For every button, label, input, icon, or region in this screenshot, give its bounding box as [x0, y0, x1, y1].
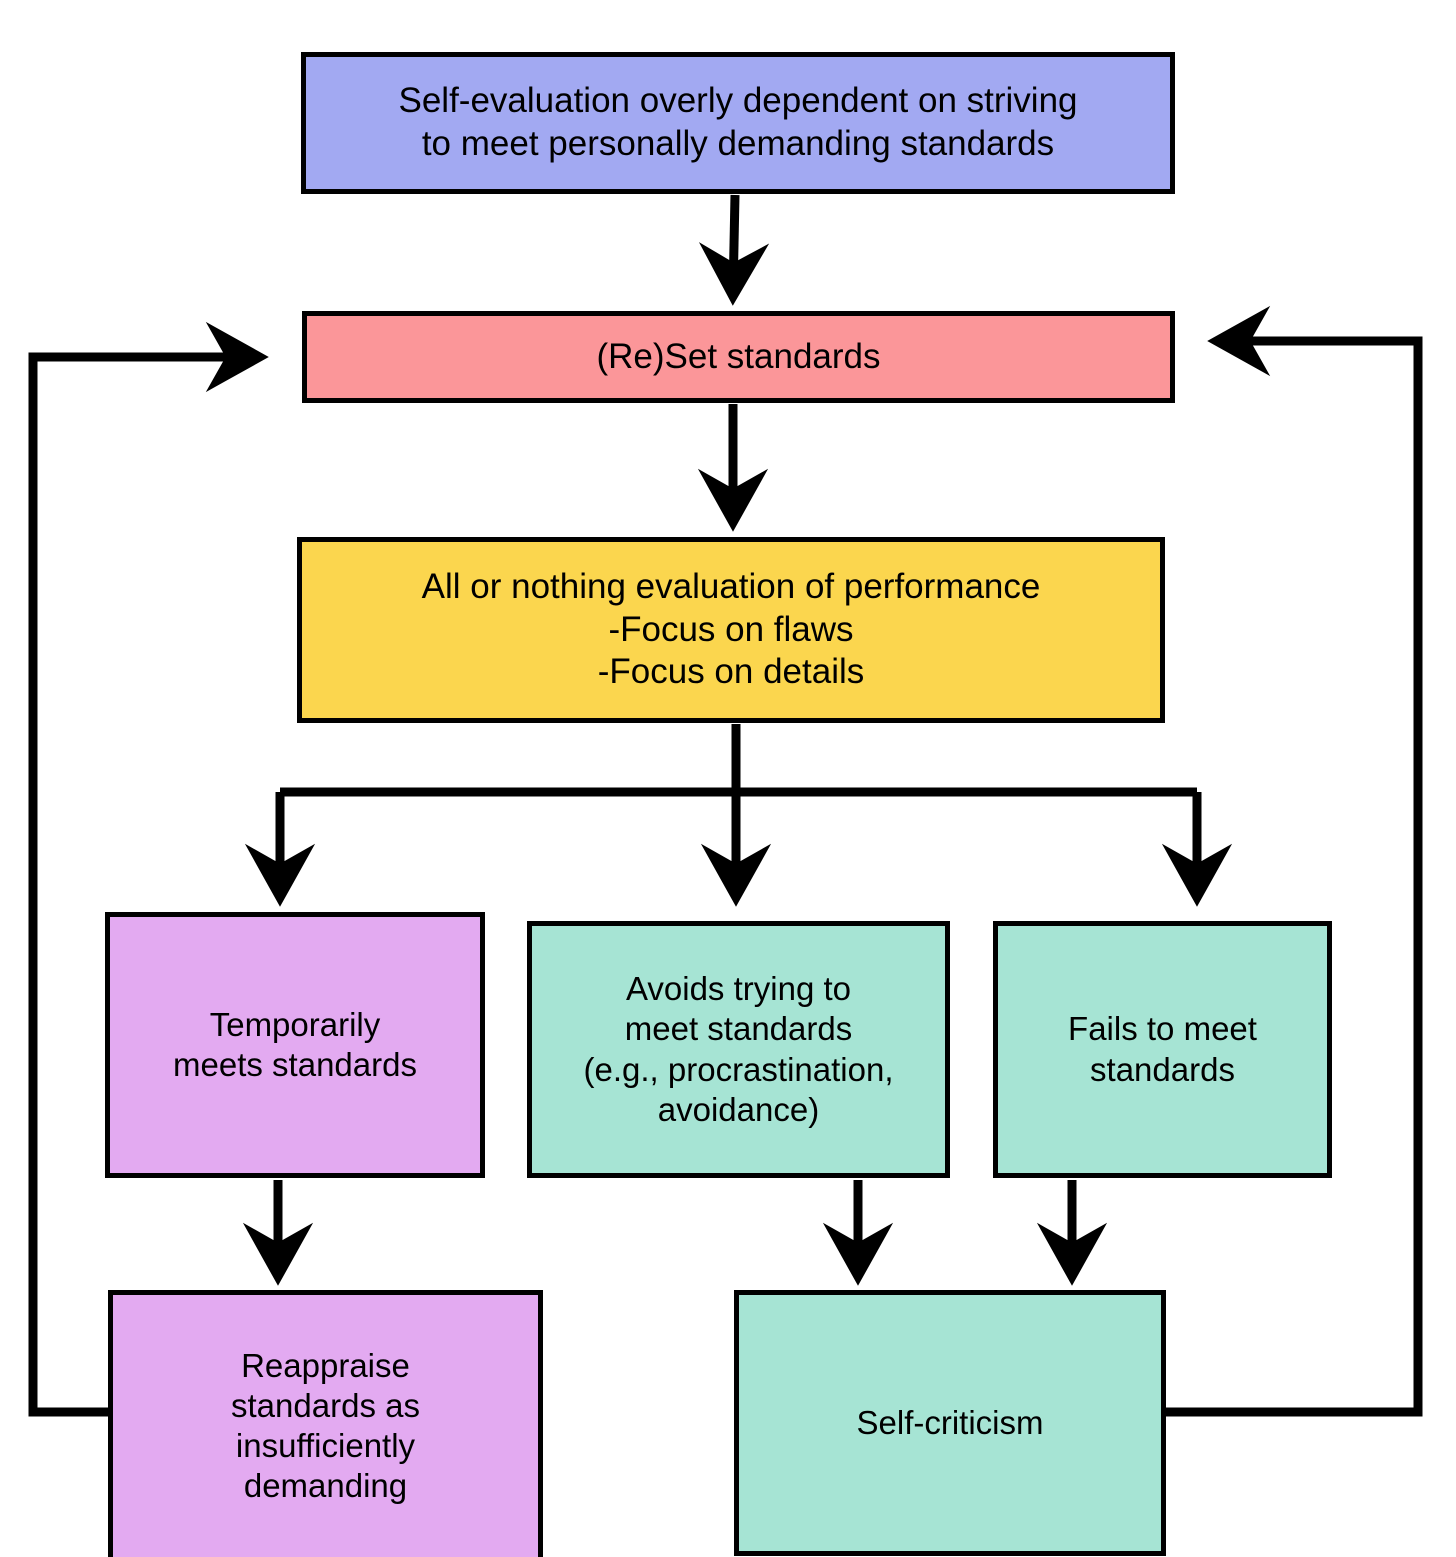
node-reset-standards: (Re)Set standards: [302, 311, 1175, 403]
edge-allornothing-branch-bus: [244, 724, 1233, 907]
node-temporarily-meets-standards: Temporarily meets standards: [105, 912, 485, 1178]
edge-reappraise-to-reset-loop: [28, 321, 269, 1417]
node-reappraise-standards: Reappraise standards as insufficiently d…: [108, 1290, 543, 1557]
node-self-evaluation: Self-evaluation overly dependent on stri…: [301, 52, 1175, 194]
edge-selfeval-to-reset: [698, 194, 770, 306]
edge-selfcriticism-to-reset-loop: [1164, 305, 1423, 1417]
node-fails-to-meet-standards: Fails to meet standards: [993, 921, 1332, 1178]
node-all-or-nothing-evaluation: All or nothing evaluation of performance…: [297, 537, 1165, 723]
node-self-criticism: Self-criticism: [734, 1290, 1166, 1556]
node-avoids-trying-to-meet-standards: Avoids trying to meet standards (e.g., p…: [527, 921, 950, 1178]
